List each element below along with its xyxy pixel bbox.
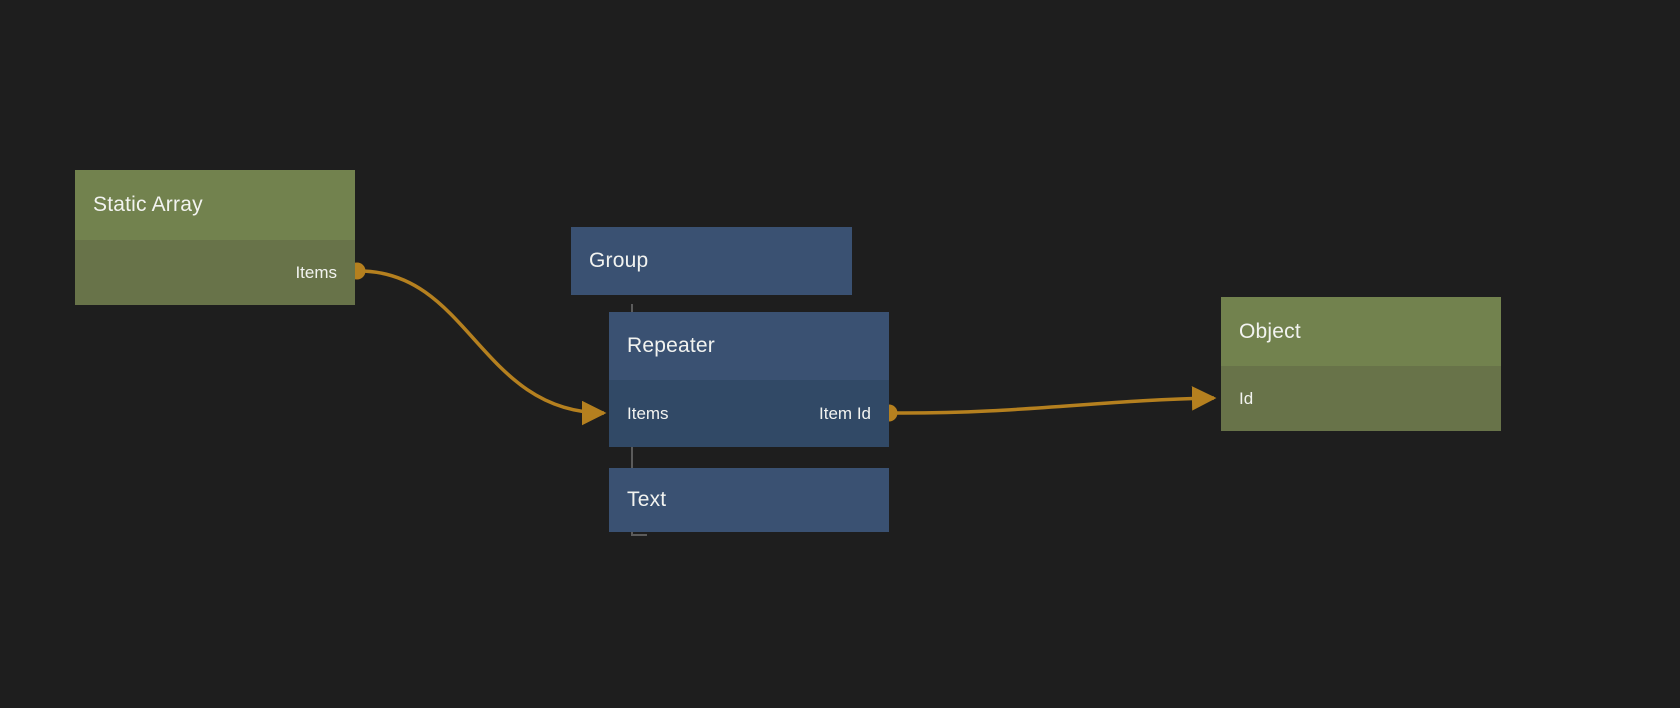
node-repeater-header[interactable]: Repeater (609, 312, 889, 380)
node-group-header[interactable]: Group (571, 227, 852, 295)
node-text[interactable]: Text (609, 468, 889, 532)
port-row-repeater-items[interactable]: Items Item Id (609, 380, 889, 447)
node-group-title: Group (589, 249, 649, 272)
node-text-header[interactable]: Text (609, 468, 889, 532)
node-repeater-body: Items Item Id (609, 380, 889, 447)
node-static-array-header[interactable]: Static Array (75, 170, 355, 240)
port-row-object-id[interactable]: Id (1221, 366, 1501, 431)
port-label-repeater-item-id: Item Id (819, 403, 871, 423)
node-object-body: Id (1221, 366, 1501, 431)
bracket-stub-text (631, 534, 647, 536)
node-static-array[interactable]: Static Array Items (75, 170, 355, 305)
port-label-static-array-items: Items (295, 262, 337, 282)
port-label-repeater-items: Items (627, 403, 669, 423)
wire-static-array-to-repeater (358, 269, 607, 426)
node-static-array-body: Items (75, 240, 355, 305)
node-static-array-title: Static Array (93, 193, 203, 216)
node-repeater-title: Repeater (627, 334, 715, 357)
wire-repeater-to-object (890, 386, 1217, 415)
port-row-static-array-items[interactable]: Items (75, 240, 355, 305)
port-label-object-id: Id (1239, 388, 1254, 408)
node-object[interactable]: Object Id (1221, 297, 1501, 431)
node-object-title: Object (1239, 319, 1301, 343)
node-text-title: Text (627, 488, 667, 511)
node-repeater[interactable]: Repeater Items Item Id (609, 312, 889, 447)
node-object-header[interactable]: Object (1221, 297, 1501, 366)
node-group[interactable]: Group (571, 227, 852, 295)
